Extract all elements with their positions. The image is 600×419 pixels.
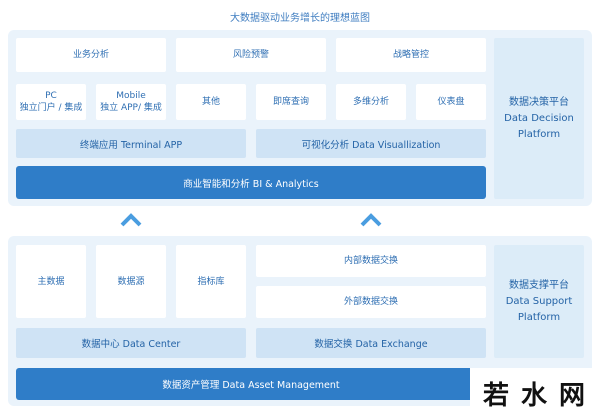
asset-management-bar: 数据资产管理 Data Asset Management bbox=[16, 368, 486, 400]
mobile-label: Mobile bbox=[116, 91, 146, 101]
watermark-char-1: 若 bbox=[482, 381, 511, 411]
master-data-box: 主数据 bbox=[16, 245, 86, 318]
dashboard-box: 仪表盘 bbox=[416, 84, 486, 120]
watermark-char-2: 水 bbox=[520, 381, 549, 411]
chevron-up-icon-left bbox=[120, 213, 142, 227]
ad-hoc-query-box: 即席查询 bbox=[256, 84, 326, 120]
mobile-sublabel: 独立 APP/ 集成 bbox=[100, 103, 162, 113]
watermark-logo: 若 水 网 bbox=[470, 368, 600, 419]
external-exchange-box: 外部数据交换 bbox=[256, 286, 486, 318]
internal-exchange-box: 内部数据交换 bbox=[256, 245, 486, 277]
business-analysis-box: 业务分析 bbox=[16, 38, 166, 72]
decision-platform-cn: 数据决策平台 bbox=[509, 96, 569, 108]
support-platform-en2: Platform bbox=[517, 311, 561, 323]
bi-analytics-bar: 商业智能和分析 BI & Analytics bbox=[16, 166, 486, 199]
terminal-app-bar: 终端应用 Terminal APP bbox=[16, 129, 246, 158]
multidim-analysis-box: 多维分析 bbox=[336, 84, 406, 120]
decision-platform-label: 数据决策平台 Data Decision Platform bbox=[494, 38, 584, 199]
risk-warning-box: 风险预警 bbox=[176, 38, 326, 72]
decision-platform-en1: Data Decision bbox=[504, 112, 574, 124]
data-visualization-bar: 可视化分析 Data Visuallization bbox=[256, 129, 486, 158]
diagram-title: 大数据驱动业务增长的理想蓝图 bbox=[230, 13, 370, 24]
data-source-box: 数据源 bbox=[96, 245, 166, 318]
support-platform-en1: Data Support bbox=[505, 295, 573, 307]
strategy-control-box: 战略管控 bbox=[336, 38, 486, 72]
support-platform-label: 数据支撑平台 Data Support Platform bbox=[494, 245, 584, 358]
data-center-bar: 数据中心 Data Center bbox=[16, 328, 246, 358]
pc-box: PC 独立门户 / 集成 bbox=[16, 84, 86, 120]
watermark-char-3: 网 bbox=[559, 381, 588, 411]
support-platform-cn: 数据支撑平台 bbox=[509, 279, 569, 291]
pc-label: PC bbox=[45, 91, 57, 101]
chevron-up-icon-right bbox=[360, 213, 382, 227]
other-box: 其他 bbox=[176, 84, 246, 120]
indicator-library-box: 指标库 bbox=[176, 245, 246, 318]
decision-platform-en2: Platform bbox=[517, 128, 561, 140]
pc-sublabel: 独立门户 / 集成 bbox=[19, 103, 83, 113]
mobile-box: Mobile 独立 APP/ 集成 bbox=[96, 84, 166, 120]
data-exchange-bar: 数据交换 Data Exchange bbox=[256, 328, 486, 358]
